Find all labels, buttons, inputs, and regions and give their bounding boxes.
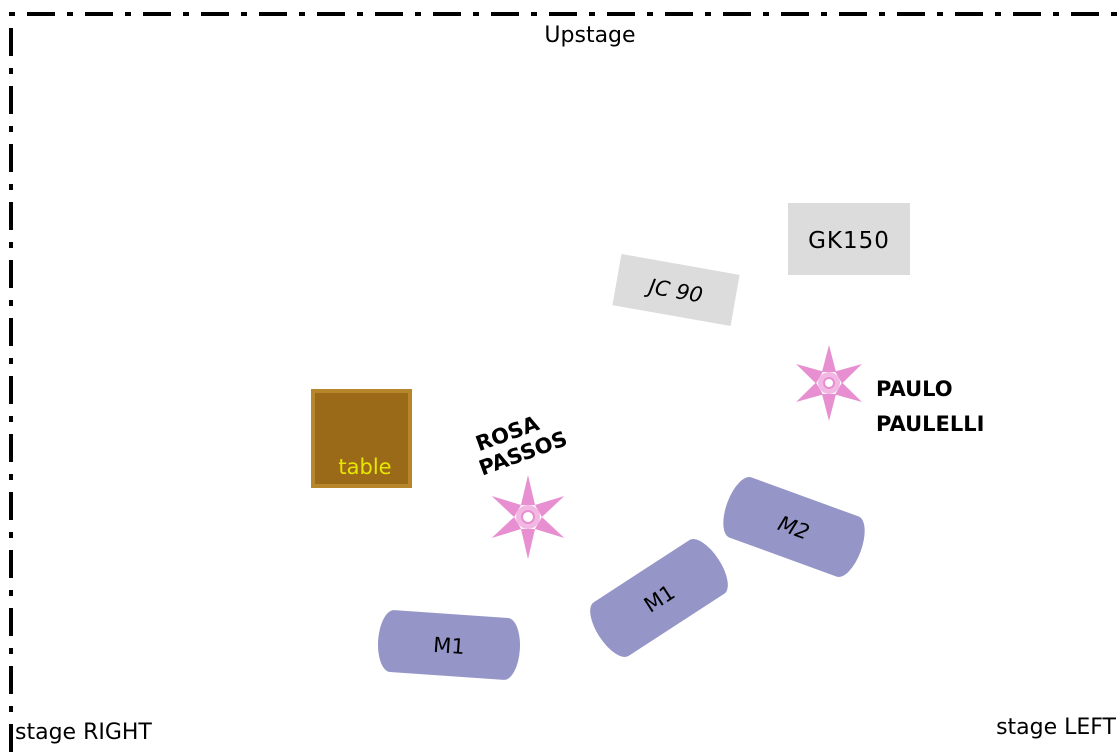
table: table (311, 389, 412, 488)
monitor-m1-left: M1 (378, 610, 520, 680)
stage-left-label: stage LEFT (996, 715, 1116, 740)
gk150-amp: GK150 (788, 203, 910, 275)
table-label: table (338, 455, 391, 479)
svg-text:M1: M1 (432, 633, 465, 659)
svg-text:PAULO: PAULO (876, 377, 953, 401)
gk150-label: GK150 (808, 228, 890, 254)
paulo-paulelli-star-icon (796, 345, 862, 421)
rosa-passos-label: ROSA PASSOS (473, 411, 571, 481)
rosa-passos-star-icon (491, 475, 565, 559)
svg-text:PAULELLI: PAULELLI (876, 412, 984, 436)
paulo-paulelli-label: PAULO PAULELLI (876, 377, 984, 436)
stage-border (9, 12, 1119, 752)
monitor-m1-center: M1 (590, 539, 728, 657)
jc90-amp: JC 90 (612, 253, 740, 327)
upstage-label: Upstage (544, 23, 635, 48)
monitor-m2: M2 (723, 477, 865, 577)
stage-right-label: stage RIGHT (15, 720, 152, 745)
